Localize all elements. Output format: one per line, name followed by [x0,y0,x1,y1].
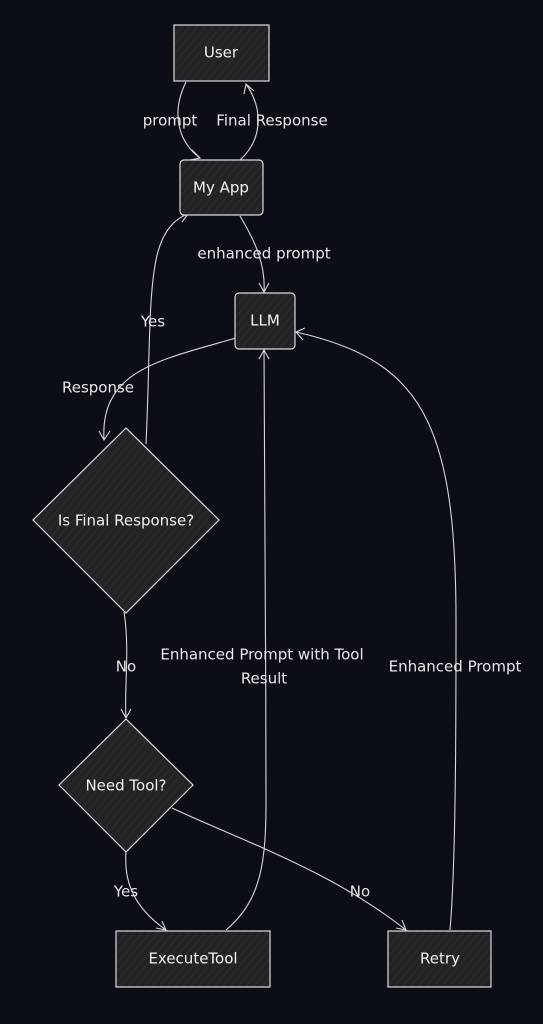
edge-enhanced-prompt [239,215,265,293]
edge-tool-result [225,349,267,931]
node-is-final-response[interactable]: Is Final Response? [32,427,220,614]
arrow-head-tool-result [258,348,270,360]
nodes-group: User My App LLM Is Final Response? Need … [32,24,492,988]
node-my-app-label: My App [193,179,249,197]
node-retry[interactable]: Retry [387,930,492,988]
node-need-tool[interactable]: Need Tool? [58,718,194,853]
edge-label-prompt: prompt [143,112,198,130]
edge-yes-tool [125,851,167,931]
arrow-head-final-response [243,82,255,95]
edge-label-no-tool: No [350,883,370,901]
edge-yes-final [145,213,189,445]
node-need-tool-label: Need Tool? [85,777,166,795]
edge-label-yes-final: Yes [140,313,165,331]
node-retry-label: Retry [420,950,460,968]
node-execute-tool-label: ExecuteTool [148,950,237,968]
node-my-app[interactable]: My App [179,159,264,216]
node-user-label: User [204,44,239,62]
edge-label-no-final: No [116,658,136,676]
arrow-head-retry-prompt [295,327,306,341]
node-user[interactable]: User [173,24,270,82]
edge-response [103,337,237,441]
node-execute-tool[interactable]: ExecuteTool [115,930,271,988]
edges-group [98,81,457,931]
edge-final-response [239,83,259,161]
node-llm-label: LLM [250,312,280,330]
edge-label-final-response: Final Response [216,112,327,130]
arrow-head-prompt [189,149,202,161]
edge-label-response: Response [62,379,134,397]
arrow-head-yes-tool [155,920,167,931]
edge-no-final [123,611,128,719]
edge-label-enhanced-prompt: enhanced prompt [197,245,330,263]
node-is-final-response-label: Is Final Response? [58,512,194,530]
edge-label-retry-prompt: Enhanced Prompt [389,658,522,676]
edge-label-yes-tool: Yes [113,883,138,901]
arrow-head-response [98,430,111,442]
arrow-head-enhanced-prompt [258,282,270,294]
edge-label-tool-result-line1: Enhanced Prompt with Tool [160,646,363,664]
arrow-head-no-final [120,708,132,720]
edge-label-tool-result-line2: Result [241,670,287,688]
edge-labels-group: prompt Final Response enhanced prompt Ye… [62,112,522,901]
edge-retry-prompt [295,331,457,931]
arrow-head-no-tool [395,919,407,931]
edge-no-tool [171,807,407,931]
edge-prompt [177,81,201,159]
node-llm[interactable]: LLM [234,292,296,350]
